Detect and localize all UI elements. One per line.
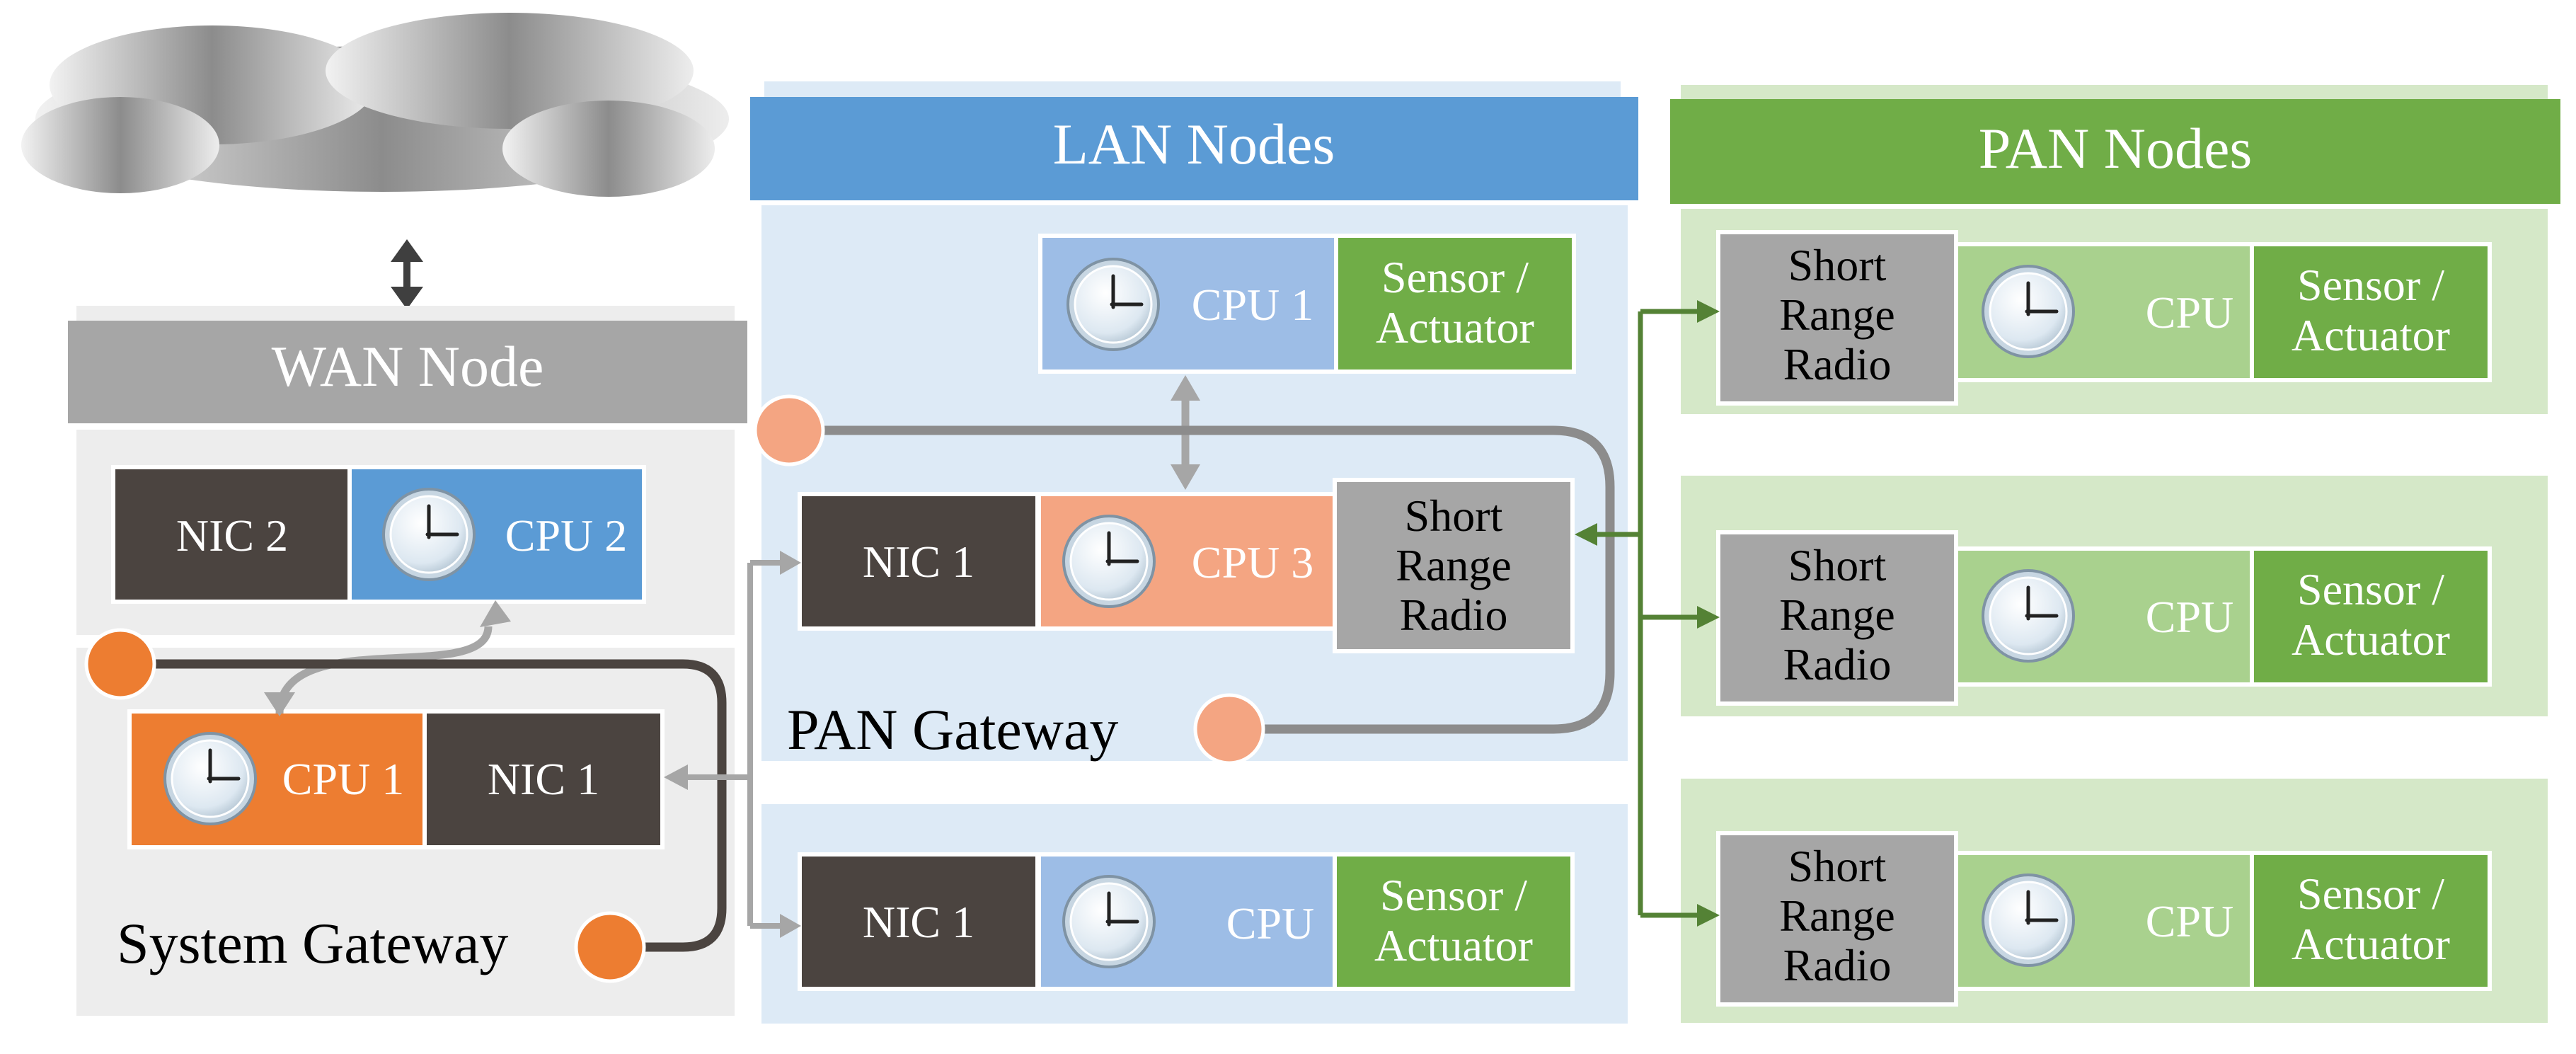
radio-label-line1: Short (1405, 491, 1503, 541)
wan-cpu1-label: CPU 1 (282, 754, 405, 804)
gateway-endpoint-end (574, 911, 646, 983)
wan-cpu2-box: CPU 2 (347, 465, 646, 604)
wan-cpu1-box: CPU 1 (127, 709, 429, 849)
clock-icon (165, 733, 255, 824)
gateway-endpoint-end (1193, 693, 1265, 765)
lan-top-sensor-box: Sensor / Actuator (1334, 234, 1576, 374)
wan-nic2-box: NIC 2 (111, 465, 353, 604)
lan-bottom-cpu-box: CPU (1037, 852, 1338, 991)
lan-gw-cpu-label: CPU 3 (1192, 537, 1314, 588)
wan-nic1-label: NIC 1 (488, 754, 599, 804)
lan-bottom-cpu-label: CPU (1226, 898, 1315, 949)
pan-gateway-label: PAN Gateway (787, 697, 1118, 762)
clock-icon (1064, 516, 1154, 607)
pan-node-3: Short Range Radio CPU Sensor / Actuator (1716, 831, 2492, 1007)
radio-label-line3: Radio (1783, 940, 1892, 990)
sensor-label-line2: Actuator (2292, 614, 2450, 665)
lan-gw-radio-box: Short Range Radio (1333, 478, 1575, 653)
clock-icon (384, 489, 474, 580)
sensor-label-line2: Actuator (2292, 310, 2450, 360)
radio-label-line1: Short (1788, 240, 1887, 290)
radio-label-line1: Short (1788, 841, 1887, 891)
lan-gw-cpu-box: CPU 3 (1037, 492, 1338, 631)
lan-top-cpu-box: CPU 1 (1038, 234, 1340, 374)
lan-bottom-nic-label: NIC 1 (863, 897, 974, 947)
sensor-label-line1: Sensor / (2297, 564, 2444, 614)
pan-gateway-loop (753, 394, 1615, 765)
pan-cpu-label: CPU (2146, 592, 2234, 642)
pan-node-1: Short Range Radio CPU Sensor / Actuator (1716, 230, 2492, 406)
sensor-label-line1: Sensor / (2297, 260, 2444, 310)
sensor-label-line1: Sensor / (1381, 252, 1529, 302)
pan-cpu-label: CPU (2146, 287, 2234, 338)
cloud-wan-link (391, 239, 423, 309)
lan-top-cpu-label: CPU 1 (1192, 280, 1314, 330)
radio-label-line2: Range (1779, 890, 1895, 941)
clock-icon (1064, 876, 1154, 967)
clock-icon (1983, 571, 2074, 661)
clock-icon (1068, 259, 1158, 350)
radio-label-line2: Range (1396, 540, 1512, 590)
lan-gw-nic-box: NIC 1 (798, 492, 1040, 631)
pan-cpu-label: CPU (2146, 896, 2234, 946)
radio-label-line3: Radio (1783, 639, 1892, 689)
lan-gw-nic-label: NIC 1 (863, 537, 974, 587)
radio-label-line3: Radio (1783, 339, 1892, 389)
cloud-icon (21, 13, 729, 197)
clock-icon (1983, 266, 2074, 357)
lan-bottom-nic-box: NIC 1 (798, 852, 1040, 991)
lan-header-title: LAN Nodes (1053, 112, 1335, 176)
gateway-endpoint-start (753, 394, 825, 466)
sensor-label-line1: Sensor / (1380, 870, 1527, 920)
system-gateway-label: System Gateway (117, 911, 508, 975)
clock-icon (1983, 875, 2074, 966)
wan-cpu2-label: CPU 2 (505, 510, 628, 561)
pan-node-2: Short Range Radio CPU Sensor / Actuator (1716, 530, 2492, 706)
gateway-endpoint-start (84, 628, 156, 700)
pan-header-title: PAN Nodes (1979, 116, 2253, 181)
sensor-label-line1: Sensor / (2297, 869, 2444, 919)
wan-cpu-link (264, 600, 511, 716)
wan-lan-links (664, 551, 801, 938)
radio-label-line3: Radio (1400, 590, 1508, 640)
sensor-label-line2: Actuator (1374, 920, 1533, 970)
lan-bottom-sensor-box: Sensor / Actuator (1333, 852, 1575, 991)
radio-label-line2: Range (1779, 290, 1895, 340)
wan-nic1-box: NIC 1 (422, 709, 665, 849)
radio-label-line1: Short (1788, 540, 1887, 590)
system-gateway-loop (84, 628, 727, 983)
sensor-label-line2: Actuator (1376, 302, 1534, 353)
pan-radio-links (1575, 300, 1720, 927)
radio-label-line2: Range (1779, 590, 1895, 640)
wan-nic2-label: NIC 2 (176, 510, 288, 561)
sensor-label-line2: Actuator (2292, 919, 2450, 969)
wan-header-title: WAN Node (272, 334, 544, 399)
